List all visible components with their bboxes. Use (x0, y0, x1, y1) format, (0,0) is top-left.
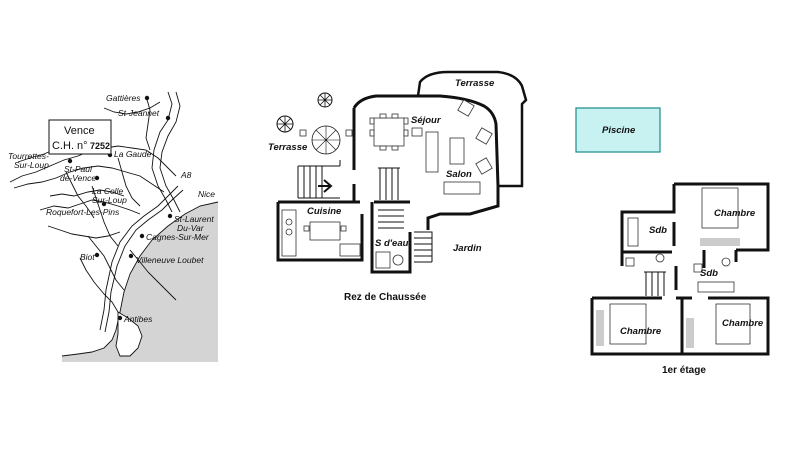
pool-label: Piscine (602, 125, 636, 136)
ground-floor-caption: Rez de Chaussée (344, 292, 427, 303)
first-floor-walls (590, 182, 770, 356)
kitchen-walls (276, 200, 364, 262)
var-river (151, 91, 173, 213)
inner-stairs (378, 167, 400, 200)
town-dot (167, 213, 173, 219)
toilet (693, 263, 703, 273)
wardrobe (686, 318, 694, 348)
room-chambre-3: Chambre (722, 318, 764, 329)
town-st-jeannet: St-Jeannet (118, 108, 160, 118)
stair-walls (370, 202, 412, 274)
bed (609, 303, 647, 345)
town-la-colle-1: La Colle (92, 186, 123, 196)
room-cuisine: Cuisine (307, 206, 342, 217)
sink (721, 257, 731, 267)
town-dot (165, 115, 171, 121)
bed (715, 303, 751, 345)
sea-area (62, 202, 218, 362)
dining-table (369, 113, 409, 151)
town-dot (139, 233, 145, 239)
bathtub (697, 281, 735, 293)
toilet (625, 257, 635, 267)
a8-motorway (99, 185, 179, 331)
pool-shape (575, 107, 661, 153)
sign-title: Vence (64, 125, 95, 137)
room-terrasse-top: Terrasse (455, 78, 495, 89)
town-dot (144, 95, 150, 101)
bed (701, 187, 739, 229)
room-sejour: Séjour (411, 115, 442, 126)
room-sdb-2: Sdb (700, 268, 718, 279)
pool: Piscine (575, 107, 661, 153)
town-cagnes: Cagnes-Sur-Mer (146, 232, 210, 242)
wardrobe (596, 310, 604, 346)
town-villeneuve: Villeneuve Loubet (136, 255, 204, 265)
first-floor-plan: Sdb Chambre Sdb Chambre Chambre 1er étag… (590, 182, 770, 376)
room-terrasse-left: Terrasse (268, 142, 308, 153)
sink (655, 253, 665, 263)
town-dot (67, 158, 73, 164)
first-floor-caption: 1er étage (662, 365, 706, 376)
town-nice: Nice (198, 189, 215, 199)
bathroom-fixtures (375, 251, 404, 269)
wardrobe (700, 238, 740, 246)
room-chambre-1: Chambre (714, 208, 756, 219)
room-salon: Salon (446, 169, 472, 180)
town-la-gaude: La Gaude (114, 149, 152, 159)
town-dot (94, 175, 100, 181)
first-floor-stairs (644, 271, 666, 296)
kitchen-furniture (281, 209, 361, 257)
town-st-paul-1: St-Paul (64, 164, 93, 174)
town-dot (128, 253, 134, 259)
garden-stairs (414, 231, 433, 263)
town-st-laurent-1: St-Laurent (174, 214, 214, 224)
bathtub (627, 217, 639, 247)
town-st-laurent-2: Du-Var (177, 223, 205, 233)
town-a8: A8 (180, 170, 192, 180)
sign-code: C.H. n° (52, 140, 88, 152)
town-tourrettes-2: Sur-Loup (14, 160, 49, 170)
terrace-table (299, 125, 353, 155)
terrace-outline (416, 70, 528, 188)
town-roquefort: Roquefort-Les-Pins (46, 207, 120, 217)
room-sdb-1: Sdb (649, 225, 667, 236)
vence-sign (48, 119, 112, 155)
ground-floor-plan: Terrasse Terrasse Séjour Salon Cuisine S… (268, 70, 528, 303)
town-dot (117, 315, 123, 321)
location-map: Vence C.H. n° 7252 Gattières St-Jeannet … (8, 91, 219, 362)
tree-icon (317, 92, 333, 108)
entry-arrow-icon (318, 179, 333, 193)
town-tourrettes-1: Tourrettes- (8, 151, 49, 161)
coastline (61, 201, 219, 357)
town-st-paul-2: de-Vence (60, 173, 96, 183)
town-biot: Biot (80, 252, 95, 262)
room-s-deau: S d'eau (375, 238, 409, 249)
room-jardin: Jardin (453, 243, 482, 254)
town-dot (94, 252, 100, 258)
town-la-colle-2: Sur-Loup (92, 195, 127, 205)
tree-icon (276, 115, 294, 133)
salon-furniture (411, 99, 493, 195)
room-chambre-2: Chambre (620, 326, 662, 337)
living-walls (352, 94, 500, 230)
town-antibes: Antibes (123, 314, 153, 324)
cap-antibes (115, 311, 143, 357)
town-gattieres: Gattières (106, 93, 141, 103)
sign-number: 7252 (90, 141, 110, 151)
town-dot (101, 201, 107, 207)
terrace-railing (297, 160, 341, 199)
